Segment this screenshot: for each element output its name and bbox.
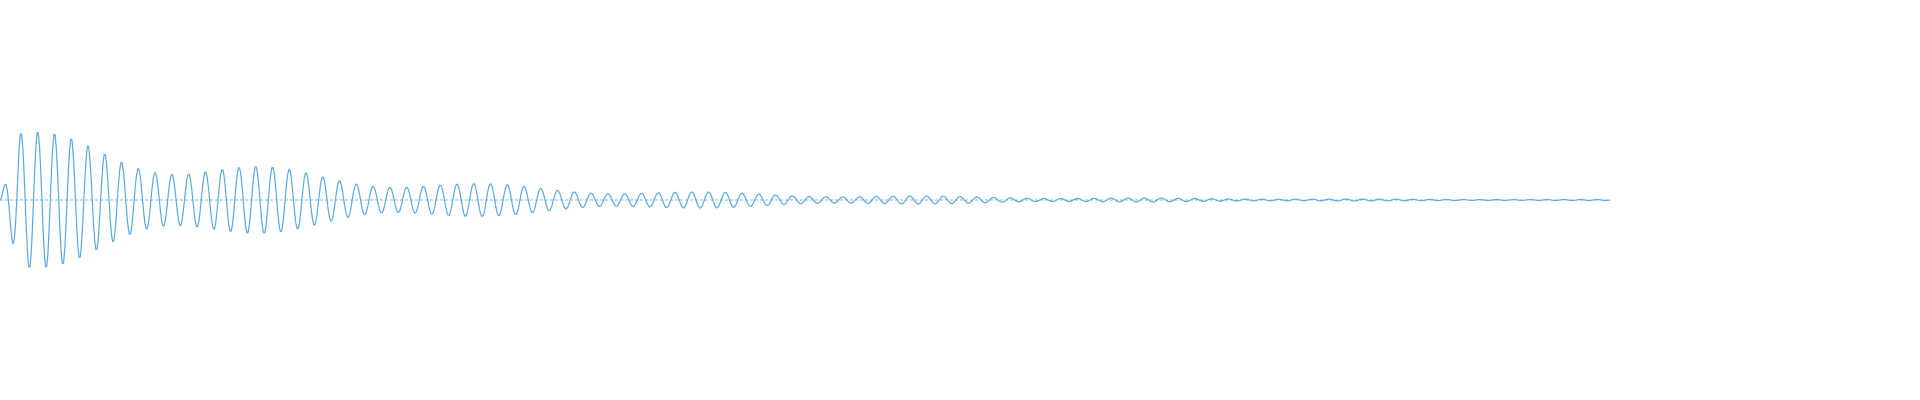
waveform-signal (0, 132, 1611, 268)
